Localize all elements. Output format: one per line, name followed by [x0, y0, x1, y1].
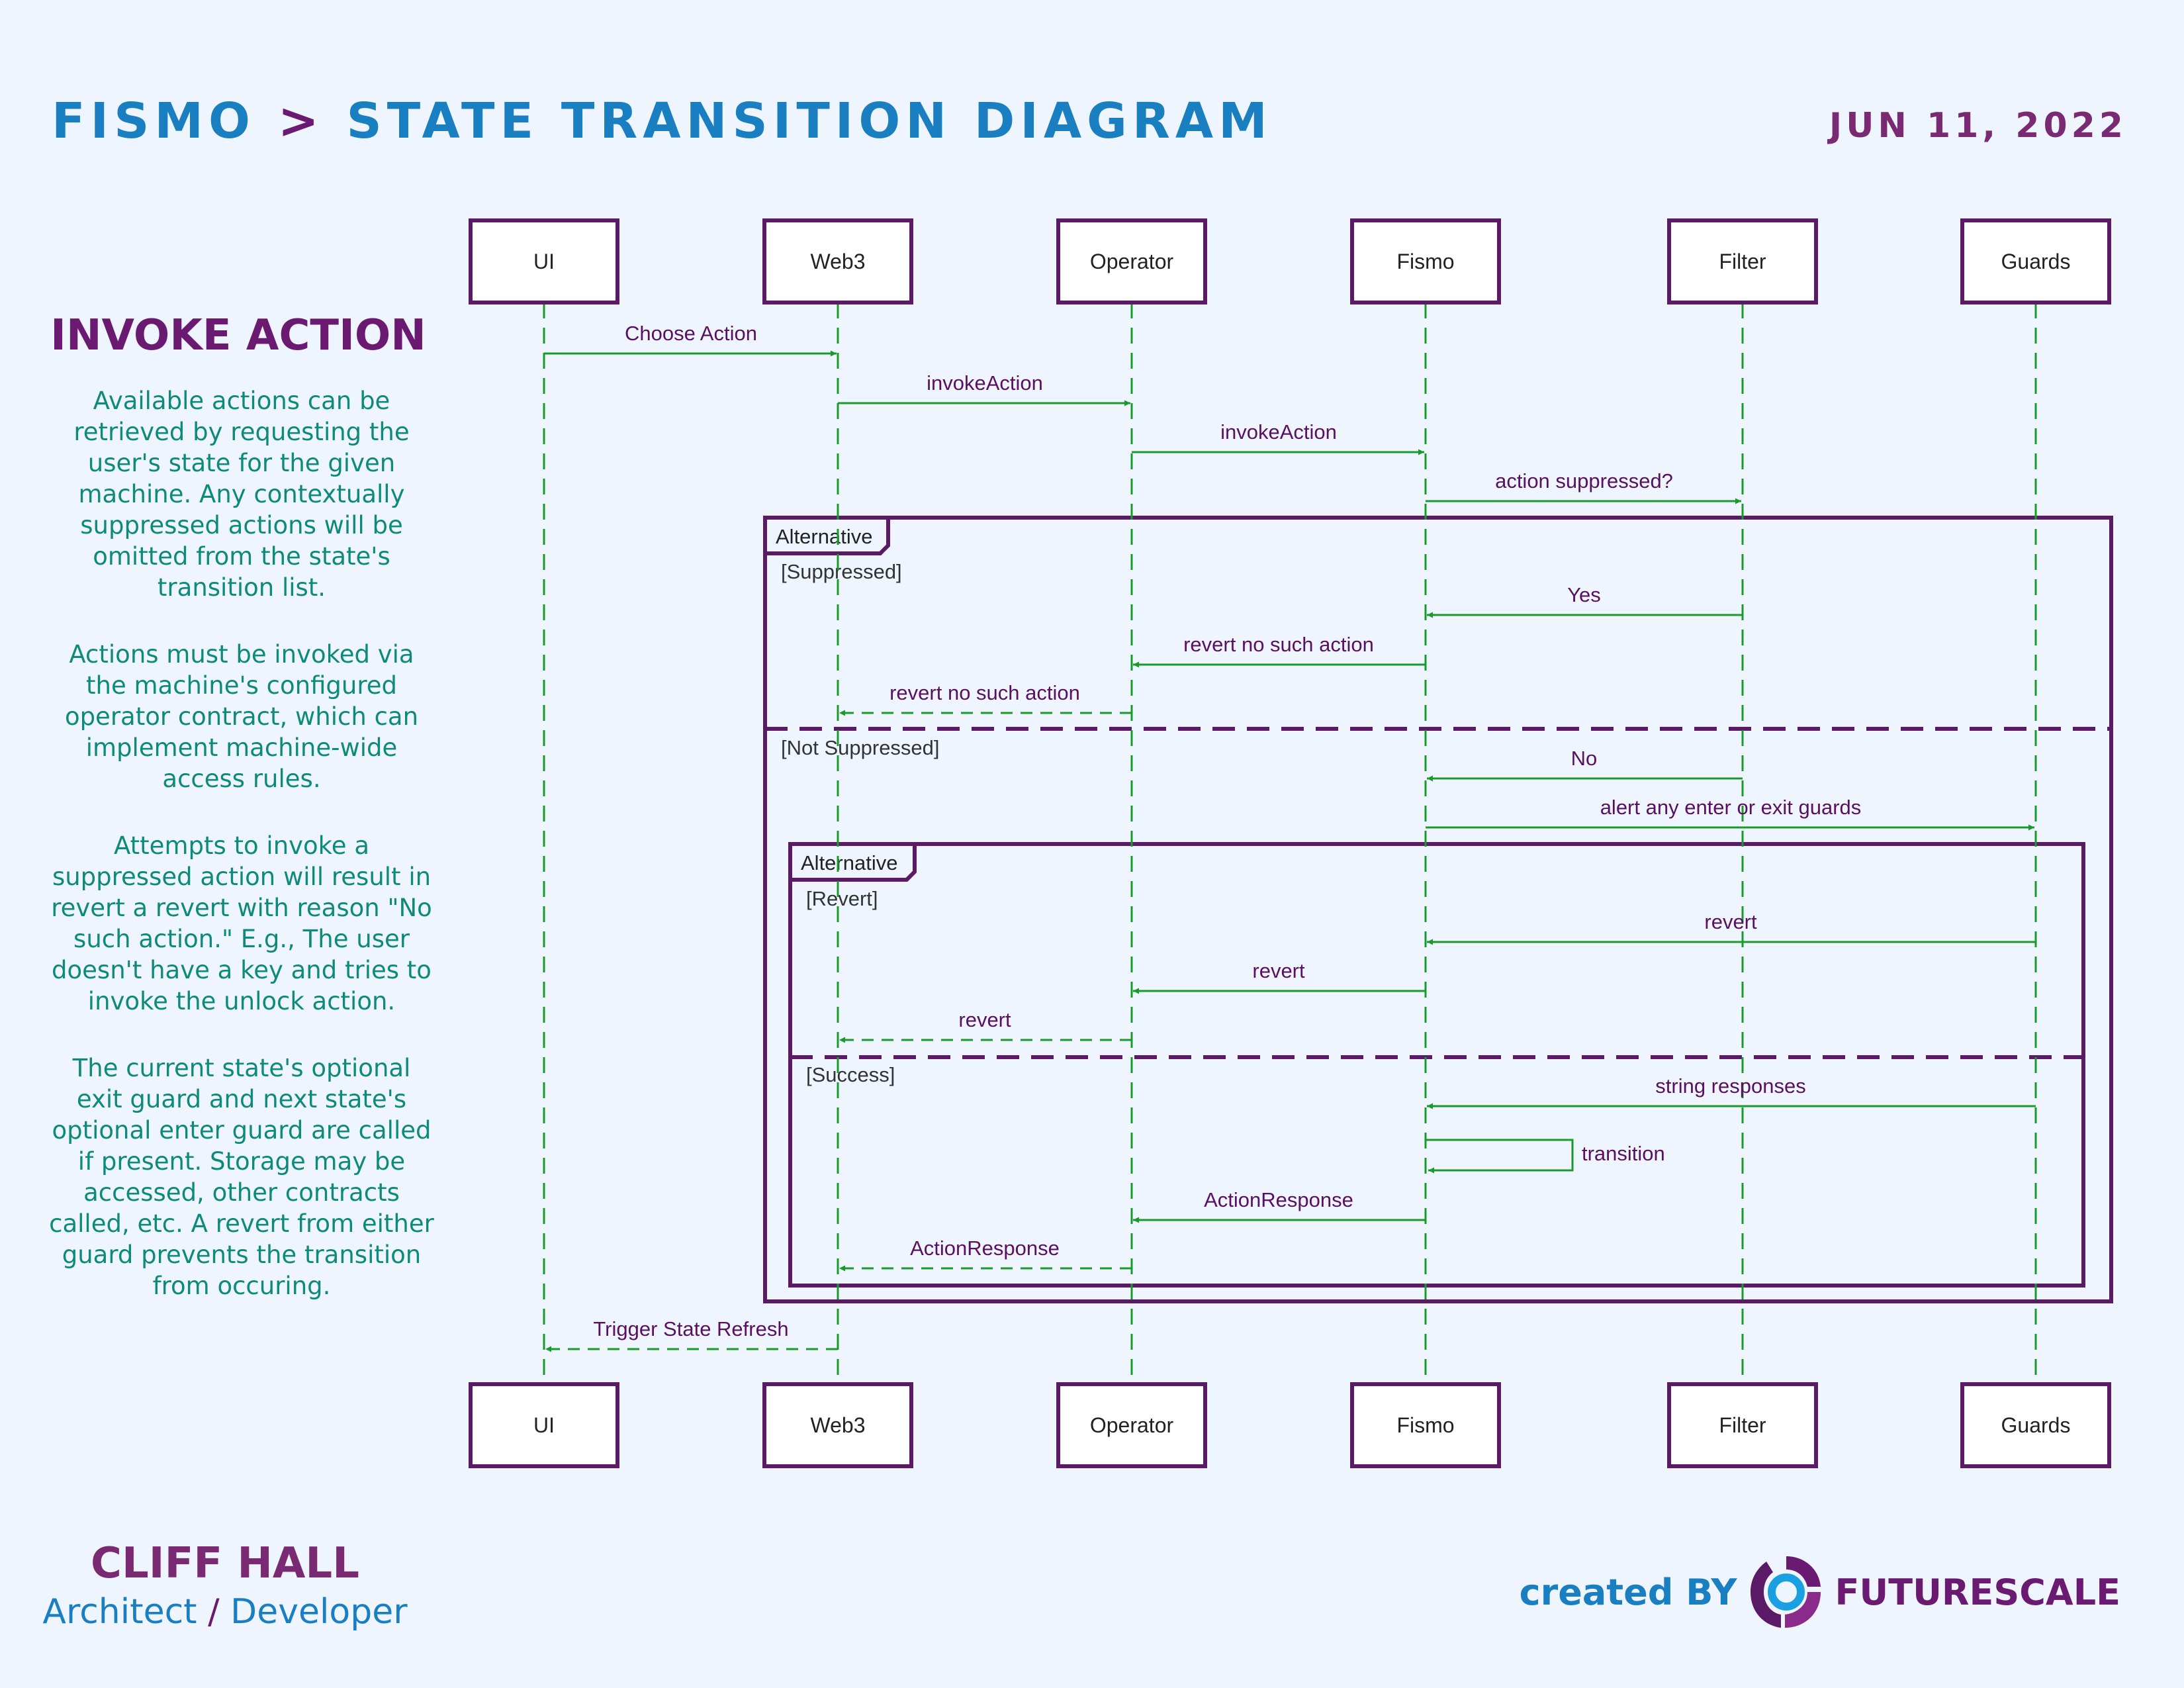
message-label: No — [1571, 747, 1598, 770]
participant-label-fismo-top: Fismo — [1396, 250, 1454, 273]
note-paragraph: Available actions can be retrieved by re… — [73, 387, 410, 602]
participant-label-guards-top: Guards — [2001, 250, 2071, 273]
message-label: Yes — [1567, 583, 1601, 606]
participant-box-web3-bottom — [762, 1382, 913, 1468]
author-role: Architect / Developer — [26, 1592, 424, 1632]
fragment-tab — [765, 518, 890, 555]
message-label: revert — [958, 1008, 1011, 1031]
credit: created BY FUTURESCALE — [1520, 1552, 2120, 1632]
participant-box-ui-bottom — [469, 1382, 619, 1468]
app-name: FISMO — [52, 93, 255, 150]
role-developer: Developer — [230, 1592, 408, 1632]
futurescale-logo-icon — [1750, 1556, 1821, 1628]
participant-box-filter-bottom — [1667, 1382, 1818, 1468]
participant-label-operator-top: Operator — [1090, 250, 1174, 273]
message-label: revert no such action — [1183, 633, 1374, 656]
date-label: JUN 11, 2022 — [1829, 106, 2127, 146]
fragment-condition: [Not Suppressed] — [781, 736, 940, 759]
participant-label-web3-bottom: Web3 — [810, 1413, 865, 1437]
message-label: transition — [1582, 1142, 1665, 1165]
fragment-label: Alternative — [801, 851, 897, 874]
message-arrow — [1426, 1139, 1574, 1174]
note-paragraph: Actions must be invoked via the machine'… — [64, 640, 419, 793]
participant-box-guards-bottom — [1960, 1382, 2111, 1468]
brand-name: FUTURESCALE — [1835, 1571, 2121, 1613]
participant-box-fismo-bottom — [1350, 1382, 1501, 1468]
author-name: CLIFF HALL — [91, 1539, 359, 1588]
message-label: revert no such action — [889, 681, 1080, 704]
created-by-label: created BY — [1519, 1571, 1737, 1613]
participant-label-ui-bottom: UI — [533, 1413, 555, 1437]
participant-box-fismo-top — [1350, 218, 1501, 305]
fragment-frame — [763, 516, 2113, 1303]
role-architect: Architect — [42, 1592, 197, 1632]
message-label: ActionResponse — [910, 1237, 1060, 1260]
fragment-label: Alternative — [776, 525, 872, 548]
participant-label-fismo-bottom: Fismo — [1396, 1413, 1454, 1437]
page-title: FISMO > STATE TRANSITION DIAGRAM — [52, 93, 1273, 150]
message-label: Trigger State Refresh — [593, 1317, 788, 1340]
role-separator: / — [208, 1592, 220, 1632]
participant-box-web3-top — [762, 218, 913, 305]
section-title: INVOKE ACTION — [50, 311, 426, 360]
title-separator: > — [277, 93, 324, 150]
message-label: invokeAction — [1220, 420, 1337, 444]
message-label: Choose Action — [625, 322, 757, 345]
message-label: invokeAction — [927, 371, 1043, 395]
participant-box-filter-top — [1667, 218, 1818, 305]
message-label: revert — [1252, 959, 1305, 982]
participant-label-filter-bottom: Filter — [1719, 1413, 1766, 1437]
fragment-condition: [Success] — [806, 1063, 895, 1086]
message-label: action suppressed? — [1495, 469, 1673, 492]
fragment-condition: [Suppressed] — [781, 560, 902, 583]
message-label: ActionResponse — [1204, 1188, 1353, 1211]
participant-box-ui-top — [469, 218, 619, 305]
participant-box-operator-top — [1056, 218, 1207, 305]
participant-label-filter-top: Filter — [1719, 250, 1766, 273]
participant-label-ui-top: UI — [533, 250, 555, 273]
message-label: alert any enter or exit guards — [1600, 796, 1862, 819]
note-paragraph: The current state's optional exit guard … — [49, 1054, 434, 1300]
diagram-title: STATE TRANSITION DIAGRAM — [346, 93, 1273, 150]
fragment-frame — [788, 842, 2085, 1288]
side-notes: Available actions can be retrieved by re… — [46, 385, 437, 1337]
note-paragraph: Attempts to invoke a suppressed action w… — [51, 831, 432, 1015]
participant-label-guards-bottom: Guards — [2001, 1413, 2071, 1437]
fragment-condition: [Revert] — [806, 887, 878, 910]
message-label: revert — [1704, 910, 1757, 933]
participant-label-web3-top: Web3 — [810, 250, 865, 273]
participant-box-operator-bottom — [1056, 1382, 1207, 1468]
participant-label-operator-bottom: Operator — [1090, 1413, 1174, 1437]
fragment-tab — [790, 844, 917, 882]
message-label: string responses — [1655, 1074, 1805, 1098]
participant-box-guards-top — [1960, 218, 2111, 305]
